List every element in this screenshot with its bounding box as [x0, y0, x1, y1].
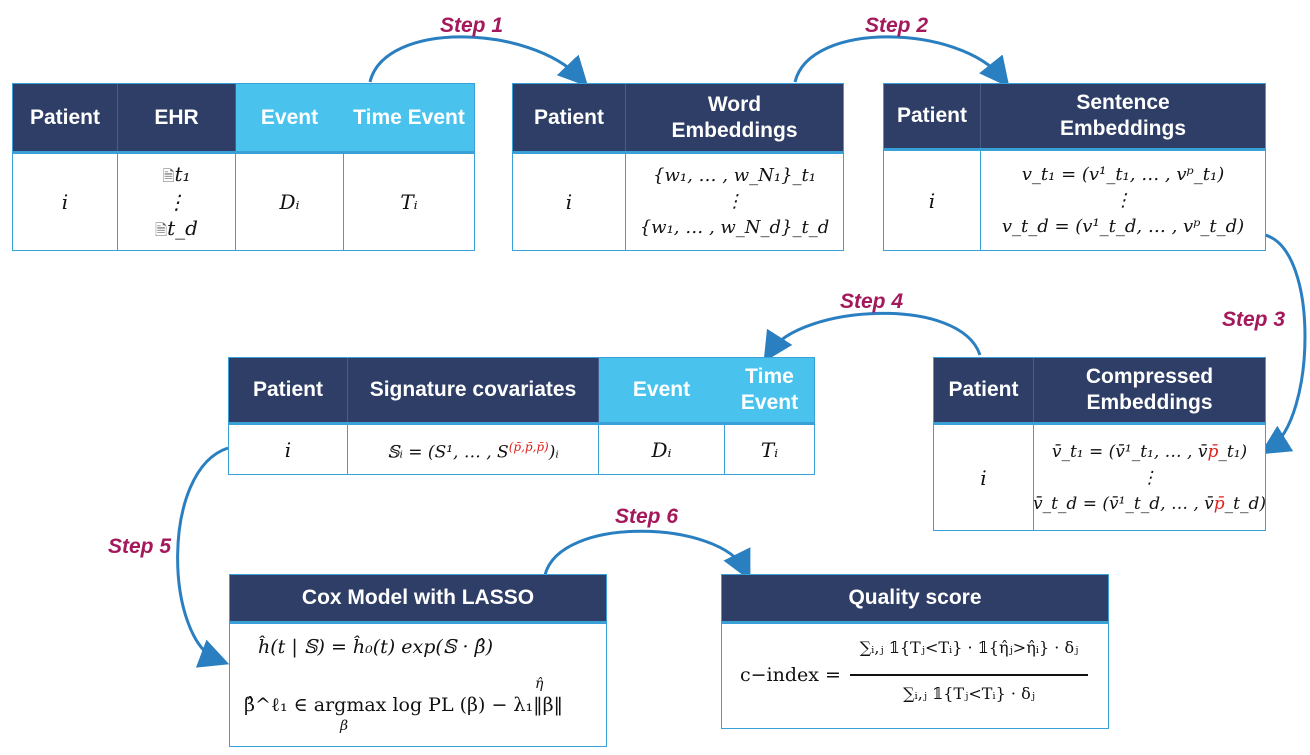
eta-hat-label: η̂ [535, 676, 544, 692]
header-compressed-embeddings: Compressed Embeddings [1034, 358, 1265, 422]
document-icon: 🗎 [155, 221, 168, 239]
header-ehr: EHR [118, 84, 236, 151]
cell-time: Tᵢ [400, 190, 418, 214]
ehr-table: Patient EHR Event Time Event i 🗎t₁ ⋮ 🗎t_… [12, 83, 475, 251]
quality-score-body: c−index = ∑ᵢ,ⱼ 𝟙{Tⱼ<Tᵢ} · 𝟙{η̂ⱼ>η̂ᵢ} · δ… [722, 624, 1108, 728]
header-time-event: Time Event [725, 358, 814, 422]
header-patient: Patient [13, 84, 118, 151]
argmax-subscript: β [340, 718, 349, 734]
header-sentence-embeddings: Sentence Embeddings [981, 84, 1265, 148]
step-3-label: Step 3 [1222, 308, 1286, 331]
cell-compressed-embeddings: v̄_t₁ = (v̄¹_t₁, … , v̄p̄_t₁) ⋮ v̄_t_d =… [1033, 441, 1267, 514]
cox-model-box: Cox Model with LASSO ĥ(t | 𝕊) = ĥ₀(t) ex… [229, 574, 607, 747]
cell-word-embeddings: {w₁, … , w_N₁}_t₁ ⋮ {w₁, … , w_N_d}_t_d [639, 165, 830, 238]
arrow-step-1 [368, 35, 589, 87]
cell-event: Dᵢ [599, 425, 725, 474]
header-event: Event [599, 358, 725, 422]
cell-patient: i [934, 425, 1034, 530]
arrow-step-2 [793, 35, 1010, 88]
header-signature-covariates: Signature covariates [348, 358, 599, 422]
step-1-label: Step 1 [440, 14, 504, 37]
arrow-step-6 [543, 529, 751, 581]
cox-hazard-equation: ĥ(t | 𝕊) = ĥ₀(t) exp(𝕊 · β̂) [258, 636, 494, 658]
cell-event: Dᵢ [236, 154, 344, 250]
cell-patient: i [513, 154, 626, 250]
cell-ehr: 🗎t₁ ⋮ 🗎t_d [118, 154, 236, 250]
arrow-step-3 [1259, 233, 1307, 455]
compressed-embeddings-table: Patient Compressed Embeddings i v̄_t₁ = … [933, 357, 1266, 531]
cell-signature: 𝕊ᵢ = (S¹, … , S(p̄,p̄,p̄))ᵢ [348, 425, 599, 474]
quality-score-title: Quality score [722, 575, 1108, 621]
header-patient: Patient [229, 358, 348, 422]
fraction-bar [850, 674, 1088, 676]
header-word-embeddings: Word Embeddings [626, 84, 843, 151]
step-4-label: Step 4 [840, 290, 904, 313]
cox-model-body: ĥ(t | 𝕊) = ĥ₀(t) exp(𝕊 · β̂) η̂ β̂^ℓ₁ ∈ … [230, 624, 606, 744]
header-time-event: Time Event [344, 84, 474, 151]
header-patient: Patient [884, 84, 981, 148]
arrow-step-4 [763, 311, 982, 363]
document-icon: 🗎 [162, 167, 175, 185]
lasso-equation: β̂^ℓ₁ ∈ argmax log PL (β) − λ₁‖β‖ [244, 694, 564, 716]
signature-table: Patient Signature covariates Event Time … [228, 357, 815, 475]
c-index-numerator: ∑ᵢ,ⱼ 𝟙{Tⱼ<Tᵢ} · 𝟙{η̂ⱼ>η̂ᵢ} · δⱼ [859, 638, 1079, 657]
cell-patient: i [884, 151, 981, 250]
word-embeddings-table: Patient Word Embeddings i {w₁, … , w_N₁}… [512, 83, 844, 251]
step-5-label: Step 5 [108, 535, 172, 558]
step-6-label: Step 6 [615, 505, 679, 528]
cell-time: Tᵢ [760, 437, 779, 462]
c-index-denominator: ∑ᵢ,ⱼ 𝟙{Tⱼ<Tᵢ} · δⱼ [903, 684, 1035, 703]
cell-patient: i [13, 154, 118, 250]
header-patient: Patient [513, 84, 626, 151]
cell-patient: i [229, 425, 348, 474]
quality-score-box: Quality score c−index = ∑ᵢ,ⱼ 𝟙{Tⱼ<Tᵢ} · … [721, 574, 1109, 729]
step-2-label: Step 2 [865, 14, 929, 37]
header-event: Event [236, 84, 344, 151]
arrow-step-5 [176, 446, 230, 668]
header-patient: Patient [934, 358, 1034, 422]
c-index-label: c−index = [740, 664, 841, 686]
cox-model-title: Cox Model with LASSO [230, 575, 606, 621]
cell-sentence-embeddings: v_t₁ = (v¹_t₁, … , vᵖ_t₁) ⋮ v_t_d = (v¹_… [1001, 163, 1245, 237]
sentence-embeddings-table: Patient Sentence Embeddings i v_t₁ = (v¹… [883, 83, 1266, 251]
